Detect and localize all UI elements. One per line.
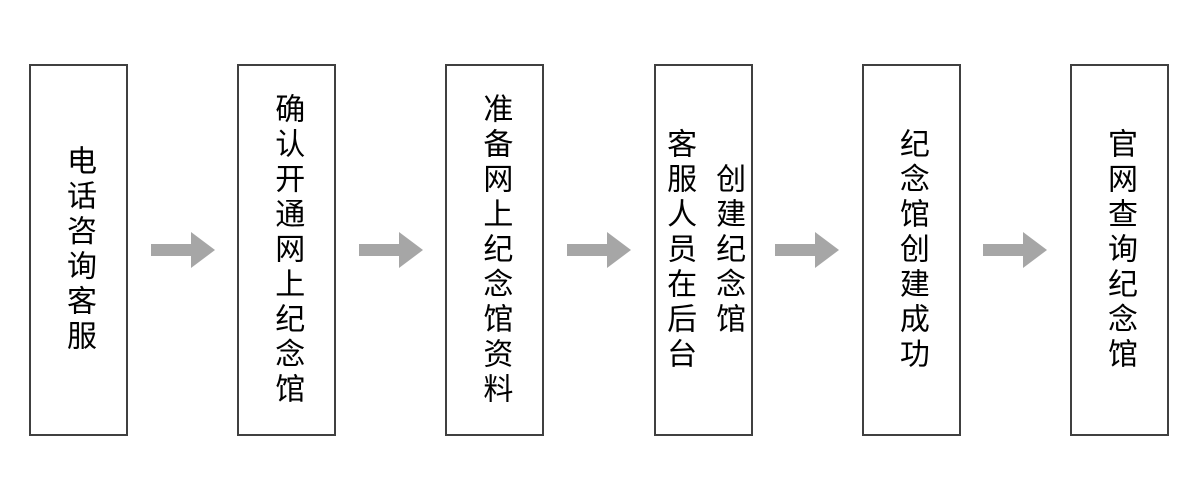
connector-2 [336,232,445,268]
step-label: 纪念馆创建成功 [894,127,928,373]
step-label-column-2: 创建纪念馆 [711,162,745,338]
flow-step-prepare-materials: 准备网上纪念馆资料 [445,64,545,436]
arrow-right-icon [983,232,1048,268]
connector-5 [961,232,1070,268]
step-label: 准备网上纪念馆资料 [478,92,512,408]
arrow-right-icon [567,232,631,268]
step-label: 确认开通网上纪念馆 [270,92,304,408]
connector-1 [128,232,237,268]
step-label-column-1: 客服人员在后台 [662,127,696,373]
flow-step-confirm-open: 确认开通网上纪念馆 [237,64,337,436]
flow-step-create-success: 纪念馆创建成功 [861,64,961,436]
step-label: 官网查询纪念馆 [1103,127,1137,373]
arrow-right-icon [150,232,215,268]
connector-3 [544,232,653,268]
flow-step-website-query: 官网查询纪念馆 [1070,64,1170,436]
step-label: 电话咨询客服 [62,145,95,355]
arrow-right-icon [775,232,840,268]
arrow-right-icon [358,232,423,268]
flow-step-staff-create: 客服人员在后台 创建纪念馆 [653,64,753,436]
flow-step-phone-consult: 电话咨询客服 [29,64,128,436]
connector-4 [753,232,862,268]
